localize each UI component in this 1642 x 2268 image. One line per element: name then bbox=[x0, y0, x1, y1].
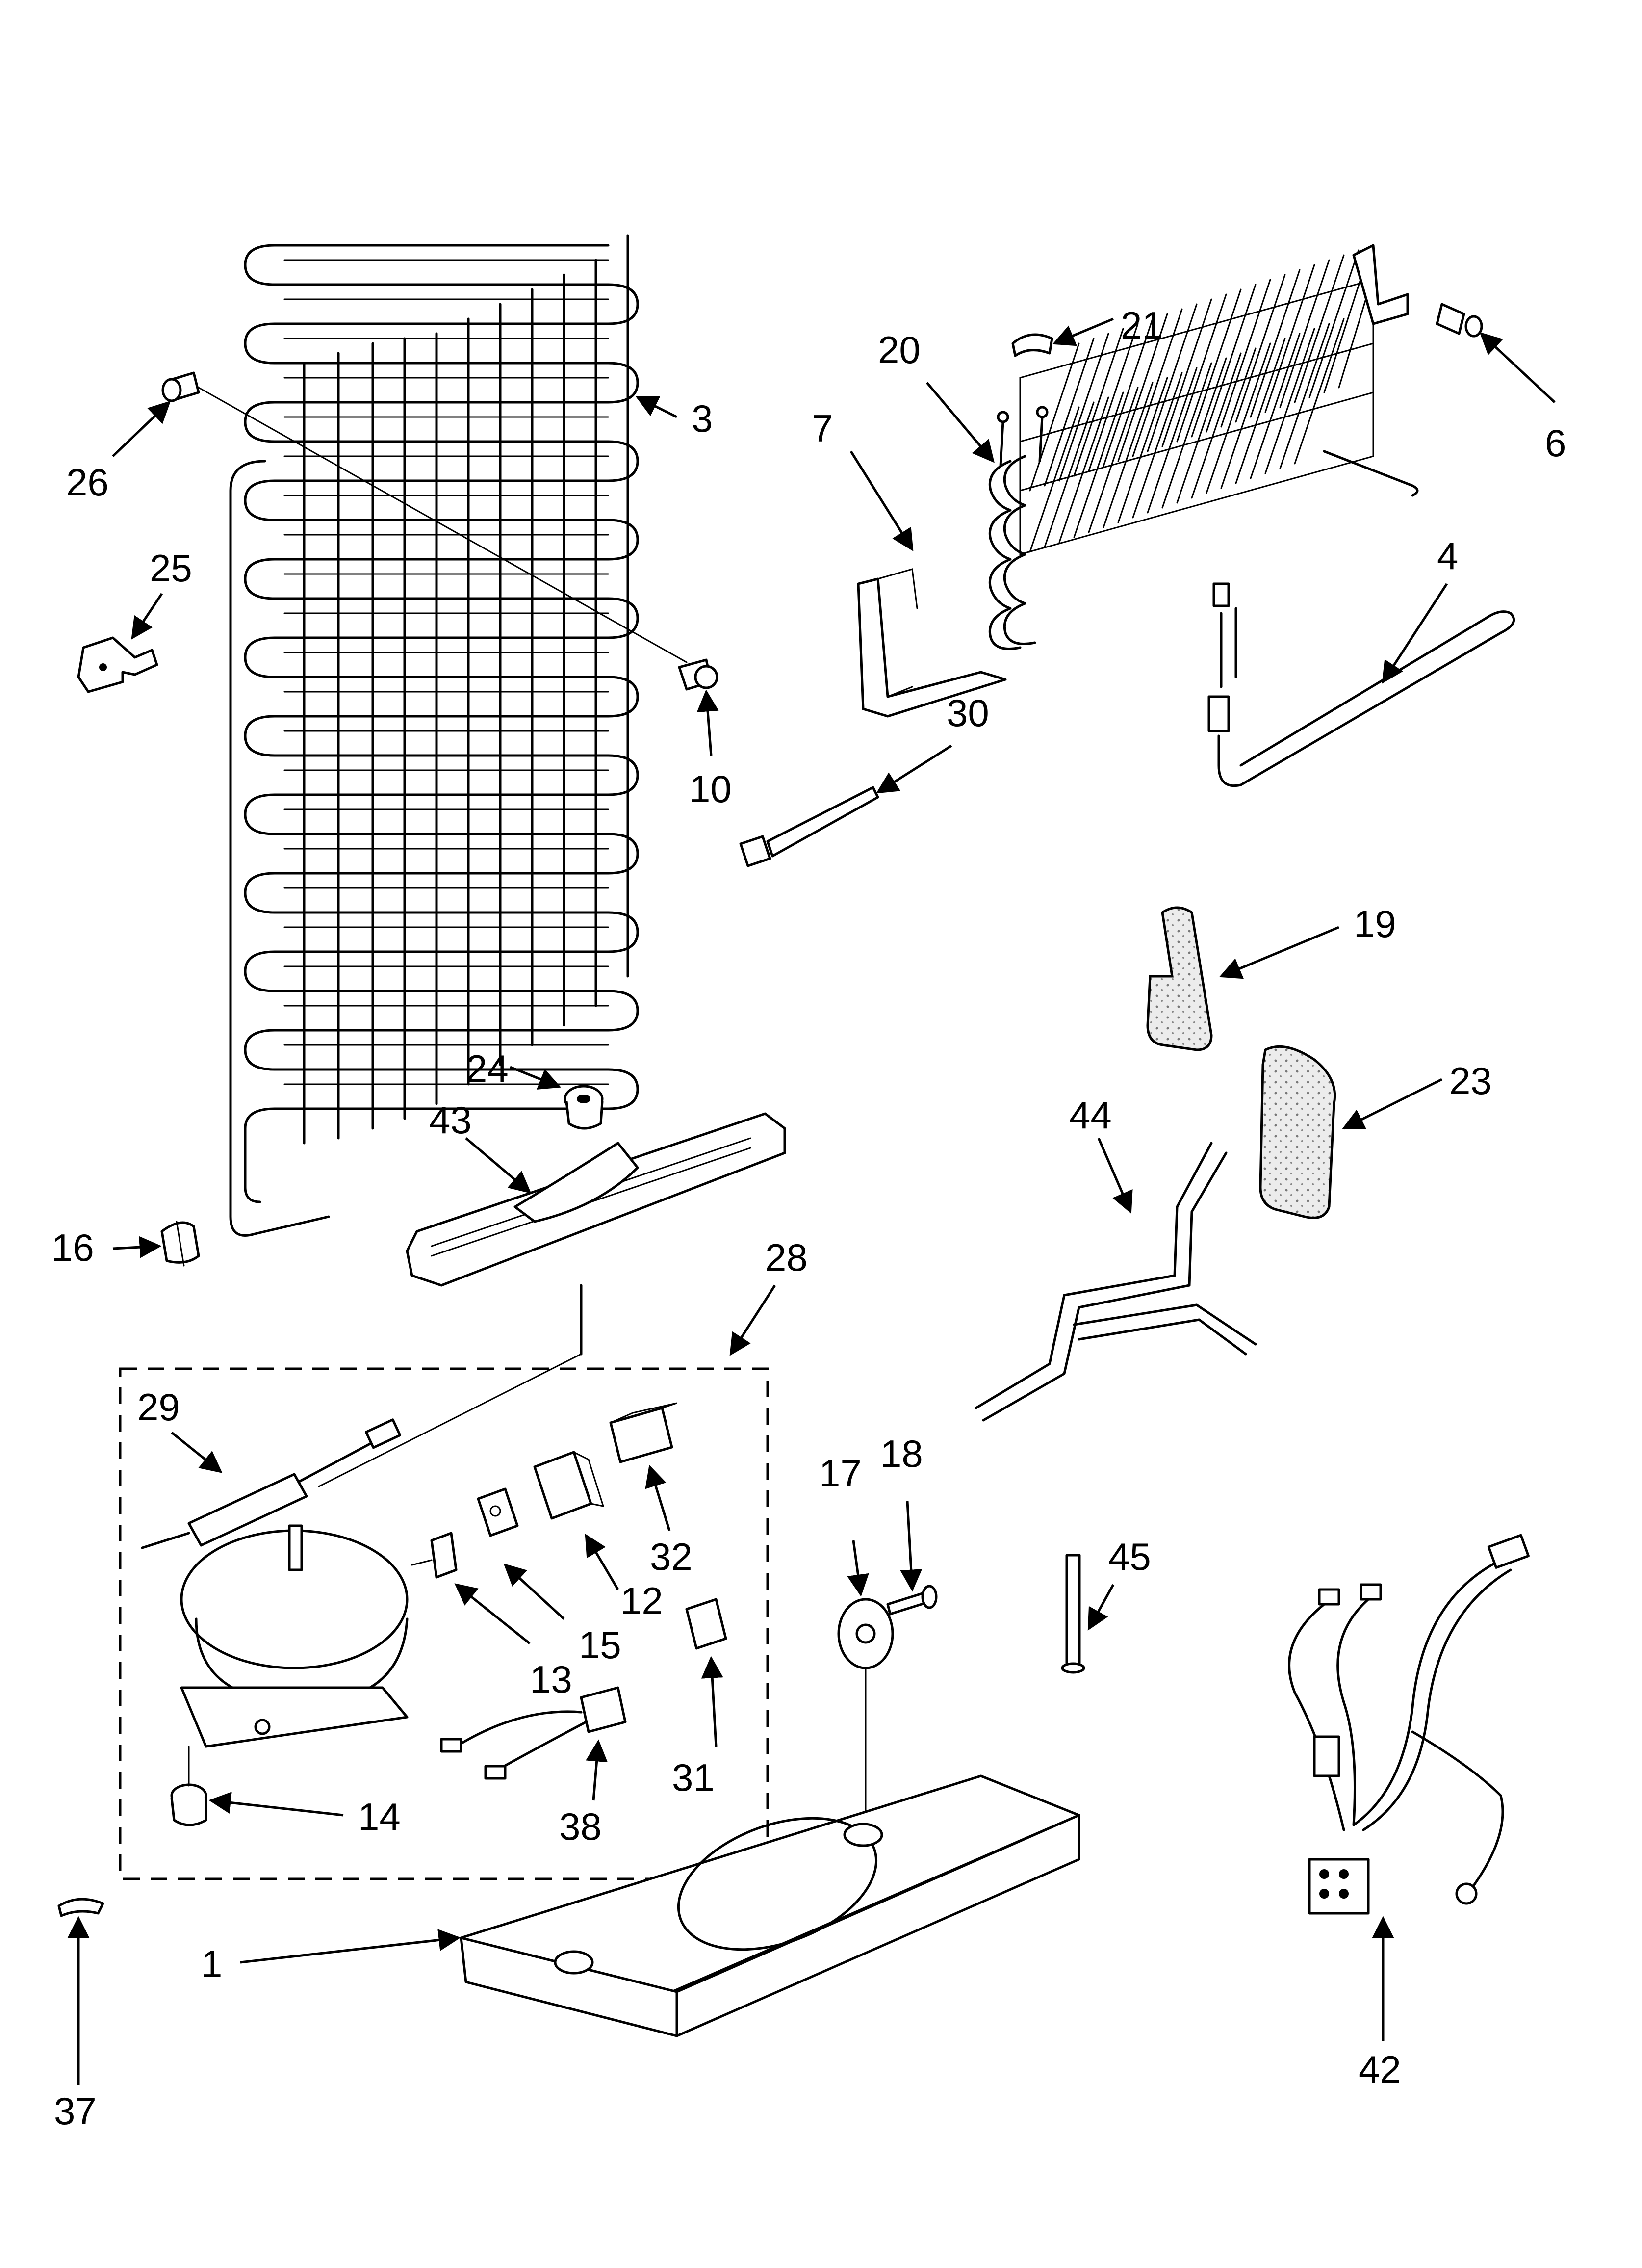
label-14: 14 bbox=[358, 1795, 401, 1838]
roller-17 bbox=[837, 1598, 894, 1826]
label-25: 25 bbox=[150, 547, 192, 590]
insulation-19 bbox=[1146, 906, 1213, 1051]
screw-10 bbox=[678, 658, 718, 691]
label-37: 37 bbox=[54, 2089, 97, 2133]
leader-lines bbox=[67, 317, 1556, 2085]
label-15: 15 bbox=[579, 1623, 621, 1667]
drain-pan-43 bbox=[318, 1112, 786, 1487]
condenser-coil bbox=[229, 234, 639, 1237]
callout-labels: 1 3 4 6 7 10 12 13 14 15 16 17 18 19 20 … bbox=[51, 304, 1566, 2133]
compressor bbox=[180, 1524, 409, 1748]
label-3: 3 bbox=[692, 397, 713, 440]
connector-31 bbox=[685, 1598, 727, 1650]
clip-16 bbox=[160, 1221, 200, 1267]
defrost-heater-4 bbox=[1207, 582, 1515, 787]
label-43: 43 bbox=[429, 1098, 472, 1142]
label-44: 44 bbox=[1069, 1094, 1112, 1137]
evaporator bbox=[857, 244, 1483, 718]
label-24: 24 bbox=[466, 1047, 509, 1090]
label-13: 13 bbox=[530, 1658, 572, 1701]
label-38: 38 bbox=[559, 1805, 602, 1848]
relay-12 bbox=[533, 1451, 605, 1520]
pin-45 bbox=[1061, 1554, 1085, 1674]
grommet-24 bbox=[564, 1085, 604, 1130]
insulation-23 bbox=[1259, 1045, 1336, 1219]
tubing-44 bbox=[975, 1142, 1257, 1422]
label-4: 4 bbox=[1437, 534, 1458, 577]
label-18: 18 bbox=[880, 1432, 923, 1475]
label-42: 42 bbox=[1359, 2048, 1401, 2091]
label-23: 23 bbox=[1449, 1059, 1492, 1102]
label-45: 45 bbox=[1108, 1535, 1151, 1578]
clip-13 bbox=[411, 1532, 458, 1579]
label-12: 12 bbox=[620, 1579, 663, 1622]
bracket-25 bbox=[77, 636, 158, 693]
label-21: 21 bbox=[1121, 304, 1163, 347]
base-pan-1 bbox=[460, 1774, 1080, 2037]
label-31: 31 bbox=[672, 1756, 715, 1799]
label-16: 16 bbox=[51, 1226, 94, 1269]
label-6: 6 bbox=[1545, 421, 1566, 465]
label-28: 28 bbox=[765, 1236, 808, 1279]
label-19: 19 bbox=[1354, 902, 1396, 945]
label-30: 30 bbox=[947, 691, 989, 734]
clip-37 bbox=[57, 1898, 104, 1917]
overload-15 bbox=[477, 1487, 519, 1537]
bolt-18 bbox=[886, 1585, 938, 1616]
wire-harness-42 bbox=[1288, 1534, 1530, 1915]
label-17: 17 bbox=[819, 1452, 862, 1495]
screw-26 bbox=[161, 371, 688, 663]
harness-38 bbox=[440, 1686, 627, 1780]
tie-strap-30 bbox=[739, 786, 879, 867]
compressor-kit-28-box bbox=[119, 1367, 769, 1880]
capacitor-32 bbox=[609, 1402, 677, 1463]
label-26: 26 bbox=[66, 461, 109, 504]
label-29: 29 bbox=[137, 1385, 180, 1429]
drier-29 bbox=[141, 1418, 402, 1549]
label-20: 20 bbox=[878, 328, 921, 371]
label-1: 1 bbox=[201, 1942, 222, 1985]
grommet-14 bbox=[170, 1746, 207, 1826]
label-10: 10 bbox=[689, 767, 732, 810]
label-7: 7 bbox=[812, 407, 833, 450]
label-32: 32 bbox=[650, 1535, 693, 1578]
